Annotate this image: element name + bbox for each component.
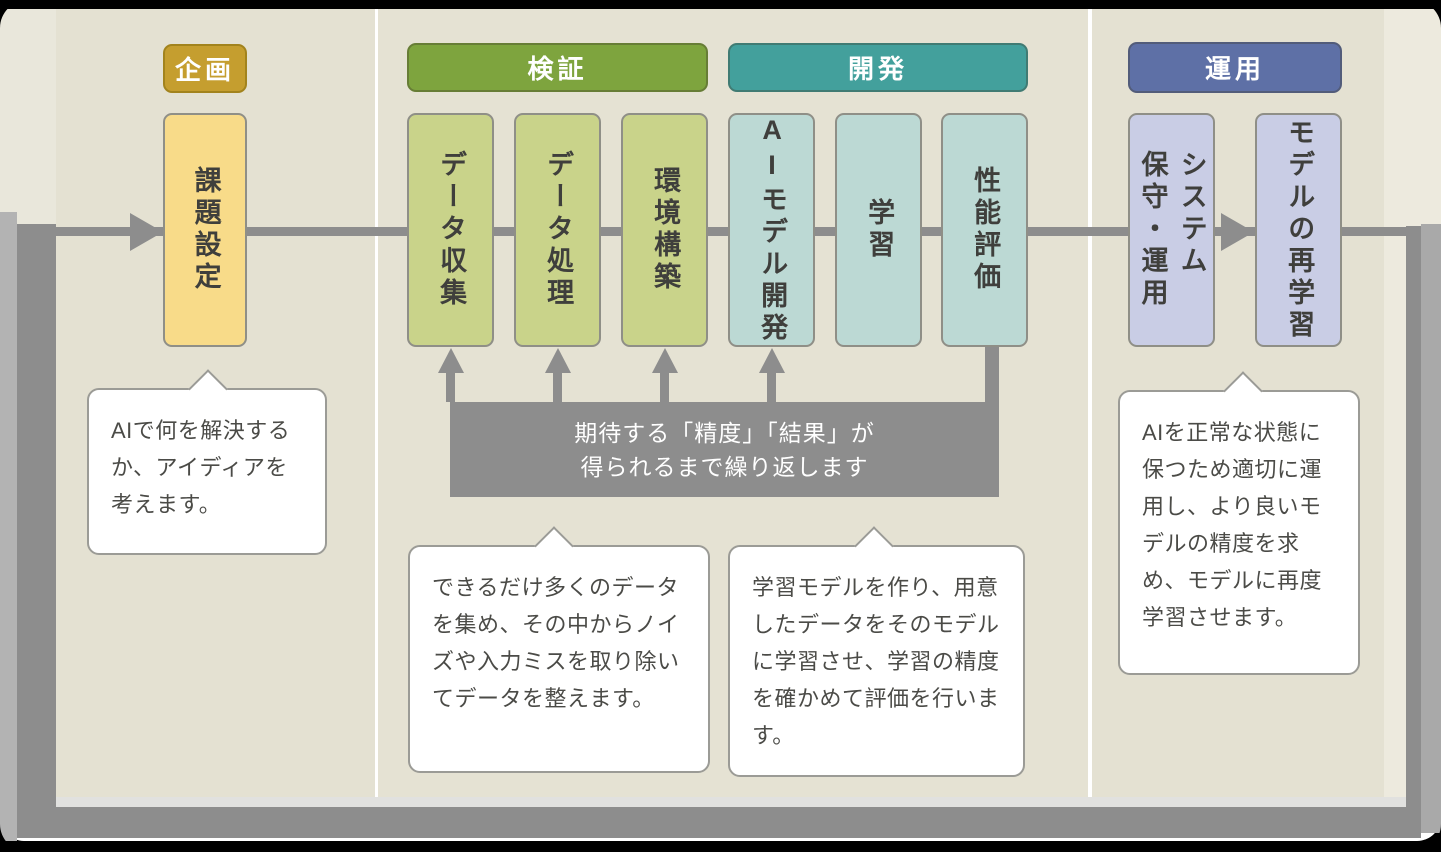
step-training-label: 学習 xyxy=(864,198,895,262)
phase-header-planning: 企画 xyxy=(163,44,247,93)
step-environment-setup: 環境構築 xyxy=(621,113,708,347)
feedback-arrow-stem xyxy=(553,371,562,402)
step-performance-evaluation-label: 性能評価 xyxy=(970,166,1001,294)
step-environment-setup-label: 環境構築 xyxy=(650,166,681,294)
loop-line-left xyxy=(17,224,56,838)
phase-header-planning-label: 企画 xyxy=(174,55,235,85)
step-problem-setting-label: 課題設定 xyxy=(190,166,221,294)
loop-line-left-outer xyxy=(0,212,17,841)
step-system-maintenance-operation-label: システム 保守・運用 xyxy=(1137,150,1207,310)
feedback-arrow-up-icon xyxy=(545,348,571,373)
loop-line-right-outer xyxy=(1421,224,1441,833)
callout-planning: AIで何を解決するか、アイディアを考えます。 xyxy=(87,369,327,555)
step-training: 学習 xyxy=(835,113,922,347)
step-model-retraining: モデルの再学習 xyxy=(1255,113,1342,347)
callout-planning-text: AIで何を解決するか、アイディアを考えます。 xyxy=(111,418,291,517)
step-data-collection: データ収集 xyxy=(407,113,494,347)
loop-line-bottom xyxy=(17,807,1421,838)
flow-arrow-icon xyxy=(130,213,163,251)
phase-header-verification-label: 検証 xyxy=(527,54,588,84)
callout-data-preparation-text: できるだけ多くのデータを集め、その中からノイズや入力ミスを取り除いてデータを整え… xyxy=(432,575,680,711)
step-model-retraining-label: モデルの再学習 xyxy=(1284,118,1315,342)
step-ai-model-development: AIモデル開発 xyxy=(728,113,815,347)
phase-header-development: 開発 xyxy=(728,43,1028,92)
phase-header-operation: 運用 xyxy=(1128,42,1342,93)
step-system-maintenance-operation: システム 保守・運用 xyxy=(1128,113,1215,347)
callout-model-training-text: 学習モデルを作り、用意したデータをそのモデルに学習させ、学習の精度を確かめて評価… xyxy=(752,575,1000,748)
phase-header-development-label: 開発 xyxy=(847,54,908,84)
feedback-arrow-stem xyxy=(767,371,776,402)
step-data-collection-label: データ収集 xyxy=(436,150,467,310)
feedback-arrow-up-icon xyxy=(652,348,678,373)
step-data-processing-label: データ処理 xyxy=(543,150,574,310)
step-ai-model-development-label: AIモデル開発 xyxy=(757,115,788,345)
callout-operation: AIを正常な状態に保つため適切に運用し、より良いモデルの精度を求め、モデルに再度… xyxy=(1118,371,1360,675)
flow-arrow-icon xyxy=(1221,213,1254,251)
phase-header-operation-label: 運用 xyxy=(1204,54,1265,84)
feedback-arrow-up-icon xyxy=(759,348,785,373)
feedback-loop-text: 期待する「精度」「結果」が 得られるまで繰り返します xyxy=(574,419,875,480)
panel-bottom-shadow xyxy=(56,797,1406,807)
loop-line-right xyxy=(1406,226,1421,838)
feedback-arrow-stem xyxy=(446,371,455,402)
phase-header-verification: 検証 xyxy=(407,43,708,92)
feedback-connector-line xyxy=(985,347,999,404)
callout-model-training: 学習モデルを作り、用意したデータをそのモデルに学習させ、学習の精度を確かめて評価… xyxy=(728,526,1025,777)
step-data-processing: データ処理 xyxy=(514,113,601,347)
feedback-arrow-stem xyxy=(660,371,669,402)
callout-operation-text: AIを正常な状態に保つため適切に運用し、より良いモデルの精度を求め、モデルに再度… xyxy=(1142,420,1323,630)
feedback-arrow-up-icon xyxy=(438,348,464,373)
callout-data-preparation: できるだけ多くのデータを集め、その中からノイズや入力ミスを取り除いてデータを整え… xyxy=(408,526,710,773)
step-performance-evaluation: 性能評価 xyxy=(941,113,1028,347)
step-problem-setting: 課題設定 xyxy=(163,113,247,347)
feedback-loop-box: 期待する「精度」「結果」が 得られるまで繰り返します xyxy=(450,402,999,497)
